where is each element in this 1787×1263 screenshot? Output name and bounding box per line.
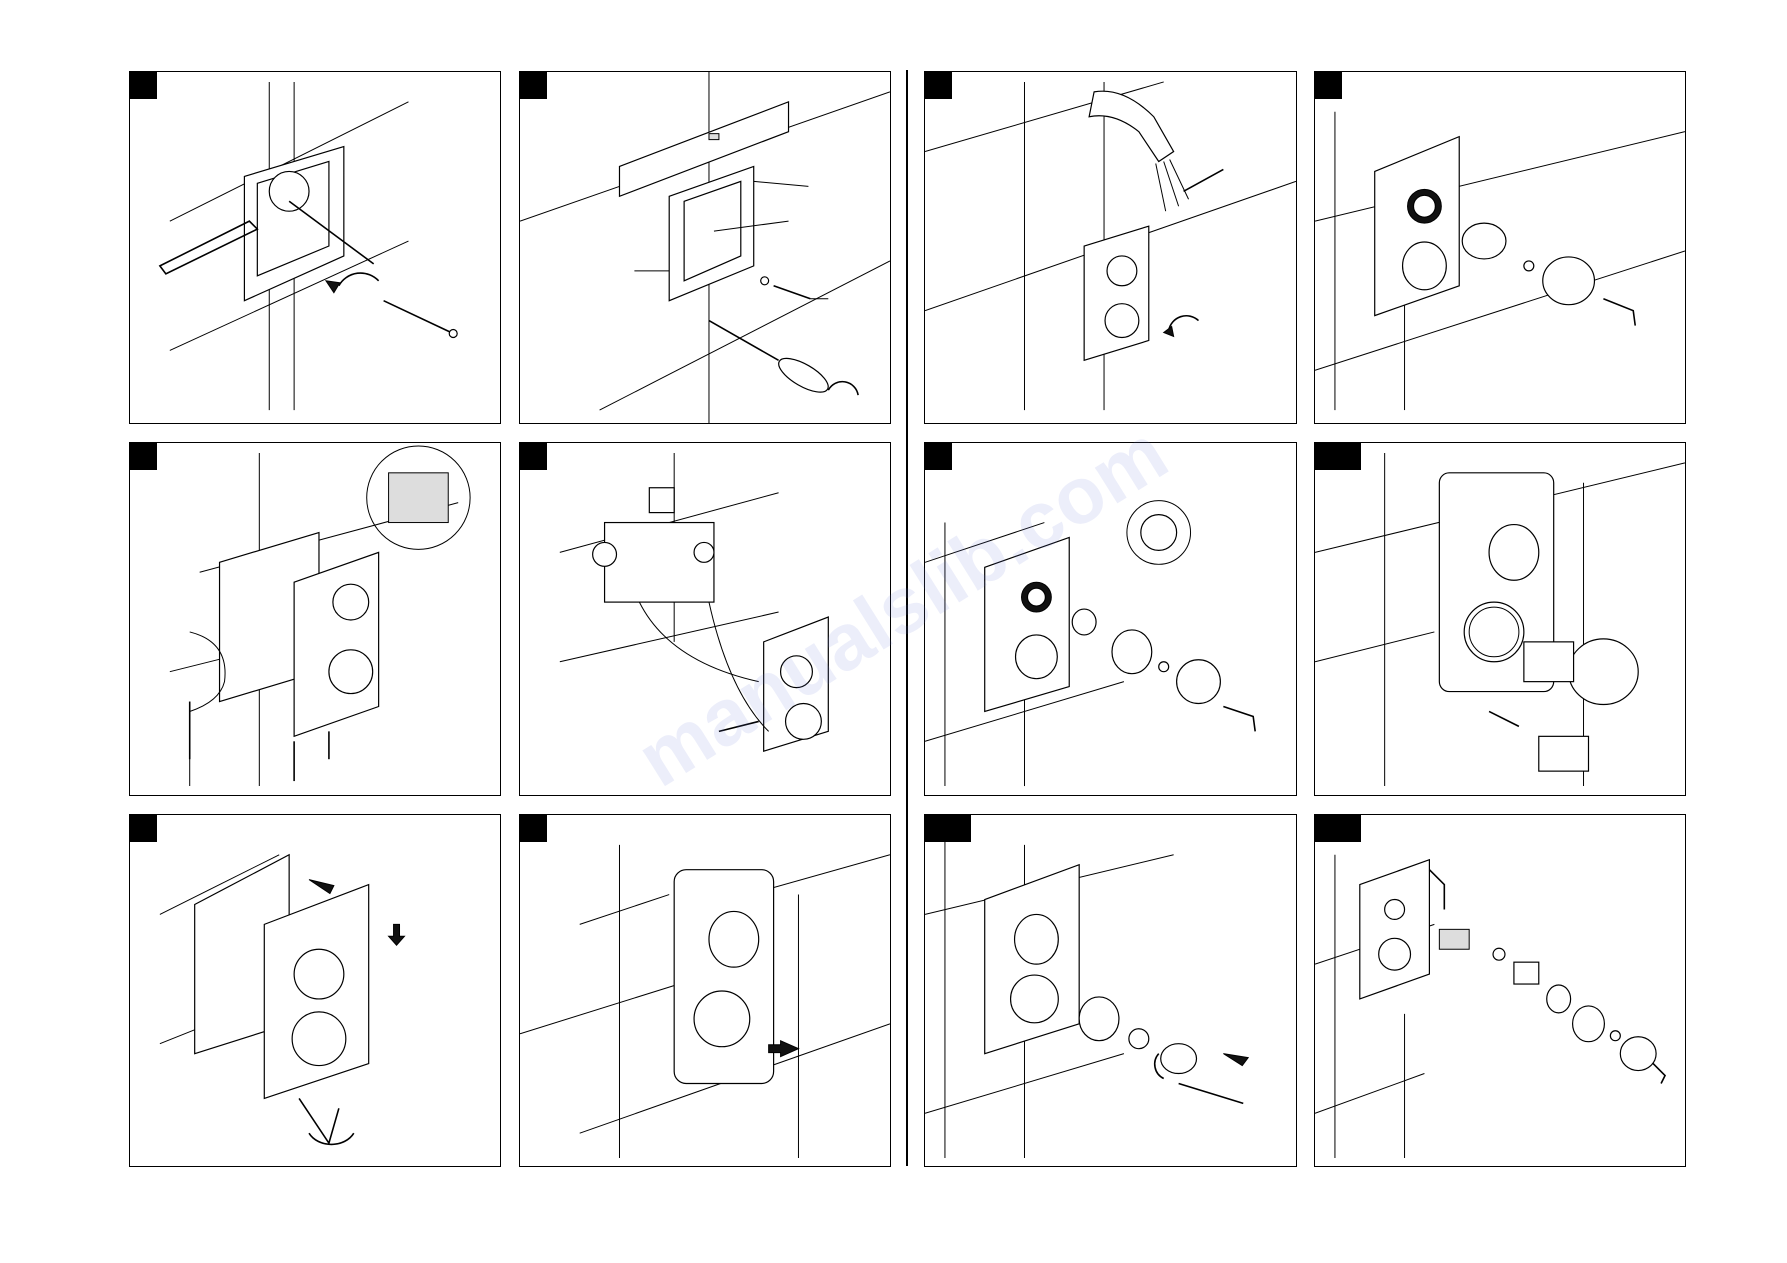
step-illustration-10: [520, 815, 890, 1166]
step-panel-1: [129, 71, 501, 424]
step-panel-10: [519, 814, 891, 1167]
step-panel-3: [924, 71, 1297, 424]
step-panel-8: [1314, 442, 1686, 796]
step-illustration-2: [520, 72, 890, 423]
step-illustration-7: [925, 443, 1296, 795]
center-divider: [906, 70, 908, 1166]
step-panel-2: [519, 71, 891, 424]
step-panel-5: [129, 442, 501, 796]
step-panel-11: [924, 814, 1297, 1167]
step-illustration-12: [1315, 815, 1685, 1166]
step-panel-4: [1314, 71, 1686, 424]
step-panel-12: [1314, 814, 1686, 1167]
step-illustration-9: [130, 815, 500, 1166]
step-illustration-8: [1315, 443, 1685, 795]
step-illustration-3: [925, 72, 1296, 423]
step-panel-6: [519, 442, 891, 796]
step-illustration-6: [520, 443, 890, 795]
step-illustration-4: [1315, 72, 1685, 423]
step-panel-9: [129, 814, 501, 1167]
step-illustration-5: [130, 443, 500, 795]
step-panel-7: [924, 442, 1297, 796]
step-illustration-11: [925, 815, 1296, 1166]
step-illustration-1: [130, 72, 500, 423]
